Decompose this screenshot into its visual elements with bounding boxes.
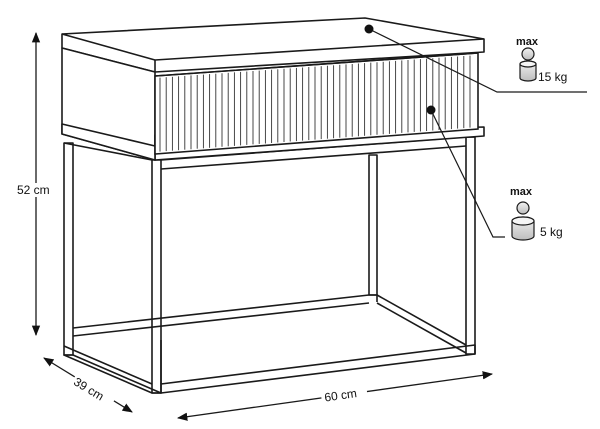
height-label: 52 cm — [17, 183, 50, 197]
drawer-max-label: max — [510, 186, 533, 198]
drawer-fluting — [159, 55, 471, 152]
drawer-load-point — [426, 105, 436, 115]
top-weight-label: 15 kg — [538, 70, 567, 84]
drawer-front — [154, 52, 479, 155]
load-leader-lines — [368, 28, 587, 238]
drawer-weight-label: 5 kg — [540, 225, 563, 239]
depth-label: 39 cm — [71, 375, 106, 404]
cabinet-body — [61, 17, 485, 161]
top-max-label: max — [516, 36, 539, 48]
top-weight-icon — [519, 47, 537, 82]
width-label: 60 cm — [323, 386, 357, 404]
top-load-point — [364, 24, 374, 34]
drawer-weight-icon — [511, 201, 535, 241]
metal-frame — [63, 136, 476, 394]
